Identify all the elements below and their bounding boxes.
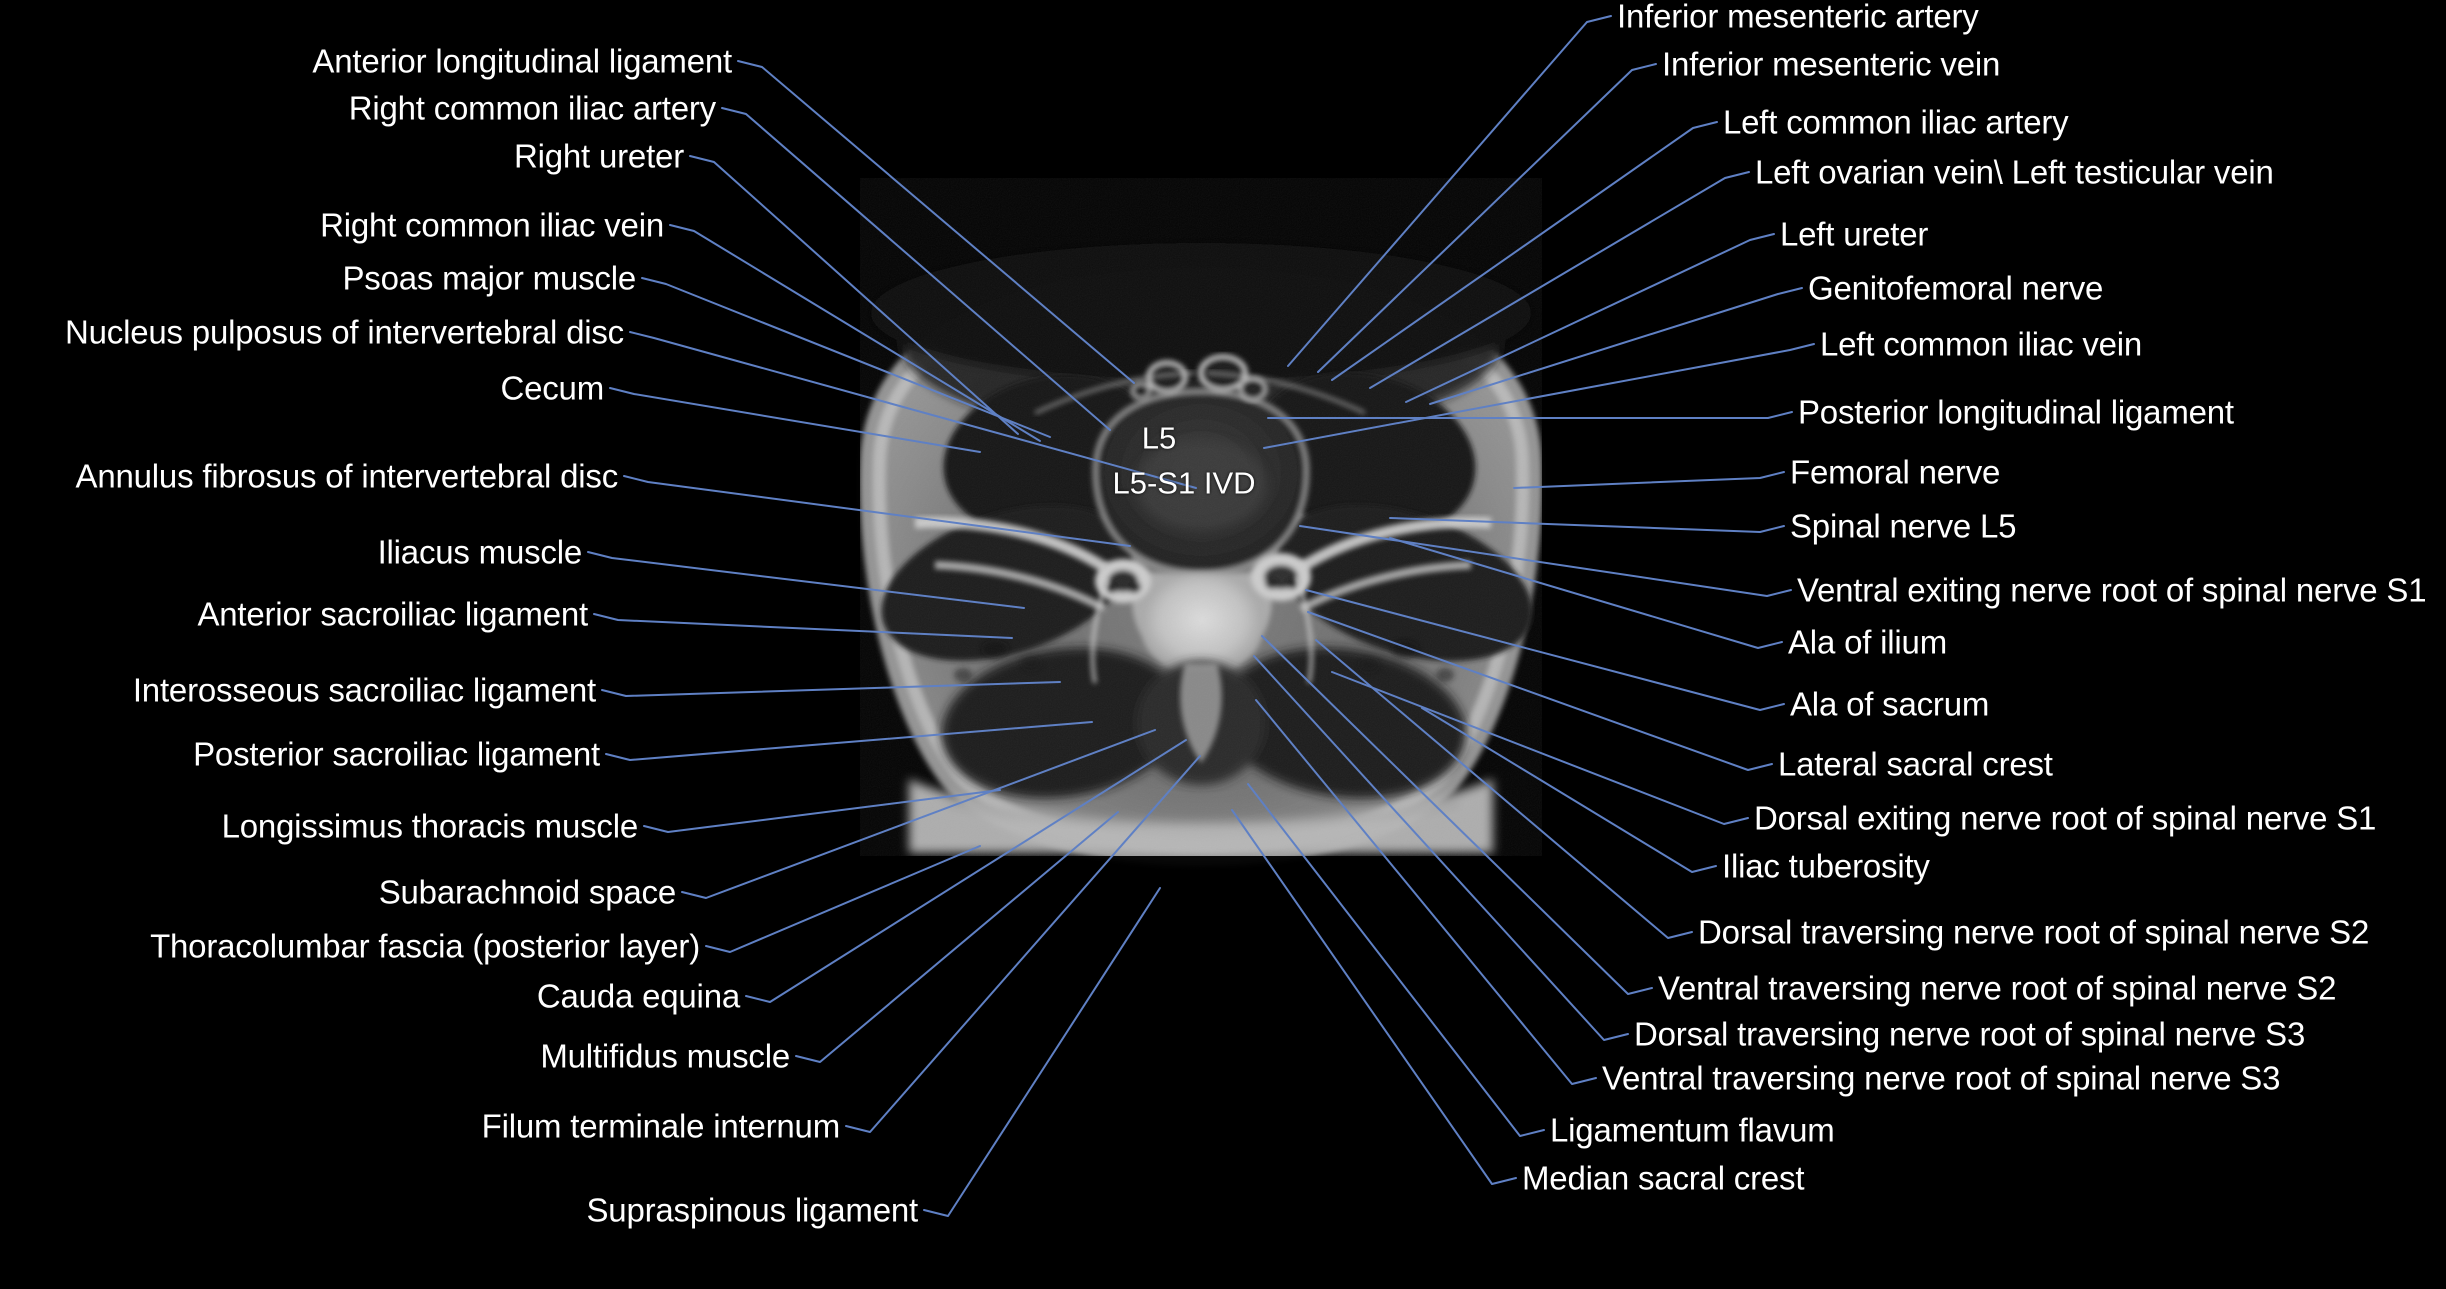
anatomy-label-subarachnoid-space: Subarachnoid space — [378, 873, 676, 911]
scan-label-l5-s1-ivd: L5-S1 IVD — [1112, 465, 1256, 501]
anatomy-label-psoas-major-muscle: Psoas major muscle — [342, 259, 637, 297]
anatomy-label-ventral-exiting-nerve-root-of-spinal-nerve-s1: Ventral exiting nerve root of spinal ner… — [1797, 571, 2427, 609]
anatomy-label-ala-of-ilium: Ala of ilium — [1788, 623, 1947, 661]
anatomy-label-inferior-mesenteric-artery: Inferior mesenteric artery — [1617, 0, 1979, 35]
anatomy-label-anterior-longitudinal-ligament: Anterior longitudinal ligament — [312, 42, 732, 80]
anatomy-label-inferior-mesenteric-vein: Inferior mesenteric vein — [1662, 45, 2001, 83]
anatomy-label-cauda-equina: Cauda equina — [536, 977, 740, 1015]
anatomy-label-spinal-nerve-l5: Spinal nerve L5 — [1790, 507, 2017, 545]
anatomy-label-dorsal-traversing-nerve-root-of-spinal-nerve-s2: Dorsal traversing nerve root of spinal n… — [1698, 913, 2370, 951]
anatomy-label-filum-terminale-internum: Filum terminale internum — [481, 1107, 841, 1145]
anatomy-label-ventral-traversing-nerve-root-of-spinal-nerve-s2: Ventral traversing nerve root of spinal … — [1658, 969, 2337, 1007]
leader-line-supraspinous-ligament — [923, 887, 1161, 1217]
anatomy-label-supraspinous-ligament: Supraspinous ligament — [586, 1191, 918, 1229]
anatomy-label-ligamentum-flavum: Ligamentum flavum — [1550, 1111, 1835, 1149]
anatomy-label-posterior-sacroiliac-ligament: Posterior sacroiliac ligament — [193, 735, 600, 773]
anatomy-label-longissimus-thoracis-muscle: Longissimus thoracis muscle — [221, 807, 639, 845]
anatomy-label-nucleus-pulposus-of-intervertebral-disc: Nucleus pulposus of intervertebral disc — [65, 313, 624, 351]
anatomy-label-iliac-tuberosity: Iliac tuberosity — [1722, 847, 1930, 885]
anatomy-label-left-ureter: Left ureter — [1780, 215, 1929, 253]
anatomy-label-anterior-sacroiliac-ligament: Anterior sacroiliac ligament — [197, 595, 588, 633]
anatomy-label-posterior-longitudinal-ligament: Posterior longitudinal ligament — [1798, 393, 2234, 431]
anatomy-label-right-ureter: Right ureter — [513, 137, 684, 175]
anatomy-label-ventral-traversing-nerve-root-of-spinal-nerve-s3: Ventral traversing nerve root of spinal … — [1602, 1059, 2281, 1097]
anatomy-label-right-common-iliac-vein: Right common iliac vein — [320, 206, 664, 244]
scan-label-l5: L5 — [1141, 420, 1177, 456]
anatomy-label-thoracolumbar-fascia-posterior-layer: Thoracolumbar fascia (posterior layer) — [150, 927, 700, 965]
anatomy-label-iliacus-muscle: Iliacus muscle — [377, 533, 583, 571]
anatomy-label-femoral-nerve: Femoral nerve — [1790, 453, 2001, 491]
anatomy-label-right-common-iliac-artery: Right common iliac artery — [348, 89, 716, 127]
anatomy-label-dorsal-traversing-nerve-root-of-spinal-nerve-s3: Dorsal traversing nerve root of spinal n… — [1634, 1015, 2306, 1053]
mri-scan-graphic — [845, 163, 1557, 871]
anatomy-label-left-common-iliac-vein: Left common iliac vein — [1820, 325, 2143, 363]
anatomy-label-ala-of-sacrum: Ala of sacrum — [1790, 685, 1990, 723]
axial-mri-scan-image[interactable] — [845, 163, 1557, 871]
anatomy-label-left-ovarian-vein-left-testicular-vein: Left ovarian vein\ Left testicular vein — [1755, 153, 2274, 191]
anatomy-label-cecum: Cecum — [500, 369, 604, 407]
anatomy-label-median-sacral-crest: Median sacral crest — [1522, 1159, 1805, 1197]
anatomy-label-dorsal-exiting-nerve-root-of-spinal-nerve-s1: Dorsal exiting nerve root of spinal nerv… — [1754, 799, 2377, 837]
anatomy-label-lateral-sacral-crest: Lateral sacral crest — [1778, 745, 2053, 783]
anatomy-label-multifidus-muscle: Multifidus muscle — [540, 1037, 790, 1075]
anatomy-label-genitofemoral-nerve: Genitofemoral nerve — [1808, 269, 2104, 307]
anatomy-label-annulus-fibrosus-of-intervertebral-disc: Annulus fibrosus of intervertebral disc — [75, 457, 619, 495]
anatomy-label-interosseous-sacroiliac-ligament: Interosseous sacroiliac ligament — [132, 671, 596, 709]
anatomy-label-left-common-iliac-artery: Left common iliac artery — [1723, 103, 2069, 141]
